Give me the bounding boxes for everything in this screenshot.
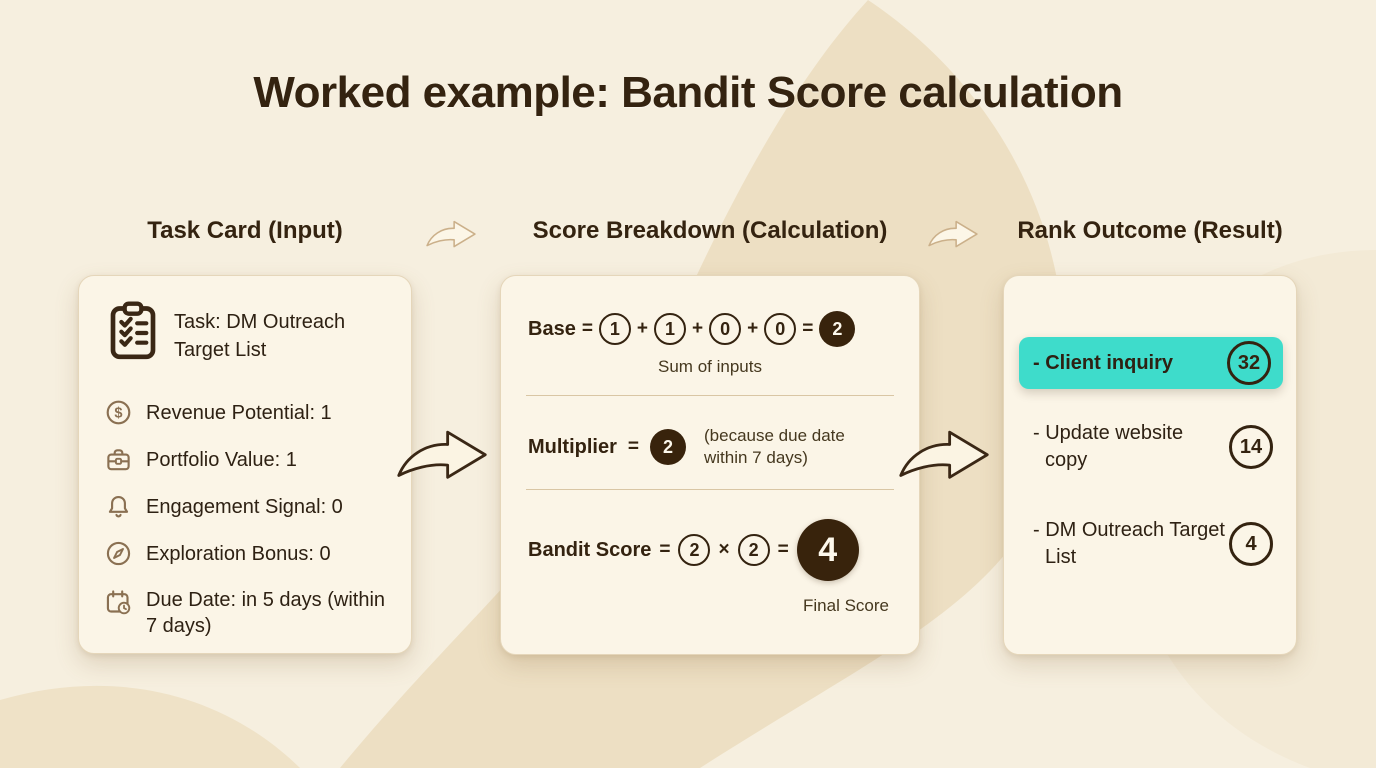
base-operand-circle: 1 bbox=[654, 313, 687, 345]
multiplier-note: (because due date within 7 days) bbox=[704, 426, 845, 467]
flow-arrow-icon bbox=[397, 430, 487, 479]
base-operand-circle: 1 bbox=[598, 313, 631, 345]
task-item-label: Due Date: in 5 days (within 7 days) bbox=[146, 589, 386, 637]
rank-row-label: - Update website copy bbox=[1033, 422, 1184, 471]
task-item-engagement: Engagement Signal: 0 bbox=[105, 493, 393, 520]
task-item-label: Revenue Potential: 1 bbox=[146, 401, 332, 424]
equals-sign: = bbox=[802, 318, 814, 339]
equals-sign: = bbox=[581, 318, 593, 339]
score-breakdown-card: Base = 1 + 1 + 0 + 0 = 2 Sum of inputs M… bbox=[500, 275, 920, 655]
base-operand-circle: 0 bbox=[764, 313, 797, 345]
flow-arrow-icon bbox=[426, 220, 476, 248]
rank-outcome-card: - Client inquiry 32 - Update website cop… bbox=[1003, 275, 1297, 655]
equals-sign: = bbox=[777, 539, 789, 560]
bandit-score-equation-row: Bandit Score = 2 × 2 = 4 bbox=[528, 519, 859, 581]
task-item-label: Engagement Signal: 0 bbox=[146, 495, 343, 518]
column-header-task-card: Task Card (Input) bbox=[147, 217, 343, 244]
calendar-clock-icon bbox=[106, 590, 131, 615]
base-label: Base bbox=[528, 317, 576, 340]
equals-sign: = bbox=[659, 539, 671, 560]
bandit-score-label: Bandit Score bbox=[528, 538, 652, 561]
rank-row: - DM Outreach Target List 4 bbox=[1019, 517, 1283, 571]
base-operand-circle: 0 bbox=[709, 313, 742, 345]
briefcase-icon bbox=[107, 449, 130, 471]
bandit-operand-circle: 2 bbox=[678, 534, 711, 566]
multiplier-equation-row: Multiplier = 2 (because due date within … bbox=[528, 425, 876, 469]
rank-row-label: - DM Outreach Target List bbox=[1033, 519, 1225, 568]
task-item-revenue: $ Revenue Potential: 1 bbox=[105, 399, 393, 426]
multiplier-label: Multiplier bbox=[528, 435, 617, 458]
task-card-header: Task: DM Outreach Target List bbox=[108, 300, 391, 364]
base-caption: Sum of inputs bbox=[658, 357, 762, 376]
rank-row-label: - Client inquiry bbox=[1033, 351, 1173, 374]
task-item-label: Portfolio Value: 1 bbox=[146, 448, 297, 471]
page-title: Worked example: Bandit Score calculation bbox=[253, 68, 1123, 117]
final-score-circle: 4 bbox=[796, 519, 859, 581]
column-header-score-breakdown: Score Breakdown (Calculation) bbox=[532, 217, 888, 244]
flow-arrow-icon bbox=[928, 220, 978, 248]
task-title: Task: DM Outreach Target List bbox=[174, 311, 346, 361]
rank-score-badge: 4 bbox=[1229, 522, 1273, 566]
equals-sign: = bbox=[627, 436, 639, 457]
task-card: Task: DM Outreach Target List $ Revenue … bbox=[78, 275, 412, 654]
base-equation-row: Base = 1 + 1 + 0 + 0 = 2 bbox=[528, 311, 899, 347]
plus-sign: + bbox=[636, 318, 649, 339]
bandit-operand-circle: 2 bbox=[737, 534, 770, 566]
bell-icon bbox=[108, 495, 129, 518]
flow-arrow-icon bbox=[899, 430, 989, 479]
task-item-exploration: Exploration Bonus: 0 bbox=[105, 540, 393, 567]
final-score-caption: Final Score bbox=[803, 596, 889, 615]
task-item-due-date: Due Date: in 5 days (within 7 days) bbox=[105, 587, 393, 639]
divider bbox=[526, 395, 894, 396]
column-header-rank-outcome: Rank Outcome (Result) bbox=[1017, 217, 1283, 244]
clipboard-checklist-icon bbox=[110, 301, 156, 360]
multiplier-value-circle: 2 bbox=[650, 429, 686, 465]
divider bbox=[526, 489, 894, 490]
rank-score-badge: 14 bbox=[1229, 425, 1273, 469]
task-attribute-list: $ Revenue Potential: 1 Portfolio Value: … bbox=[105, 399, 393, 639]
task-item-label: Exploration Bonus: 0 bbox=[146, 542, 331, 565]
compass-icon bbox=[106, 541, 131, 566]
plus-sign: + bbox=[747, 318, 759, 339]
rank-row: - Update website copy 14 bbox=[1019, 420, 1283, 474]
task-item-portfolio: Portfolio Value: 1 bbox=[105, 446, 393, 473]
rank-score-badge: 32 bbox=[1227, 341, 1271, 385]
plus-sign: + bbox=[692, 318, 704, 339]
base-result-circle: 2 bbox=[819, 311, 856, 347]
times-sign: × bbox=[718, 539, 730, 560]
svg-text:$: $ bbox=[114, 406, 122, 422]
rank-row-highlighted: - Client inquiry 32 bbox=[1019, 337, 1283, 389]
dollar-circle-icon: $ bbox=[106, 400, 131, 425]
